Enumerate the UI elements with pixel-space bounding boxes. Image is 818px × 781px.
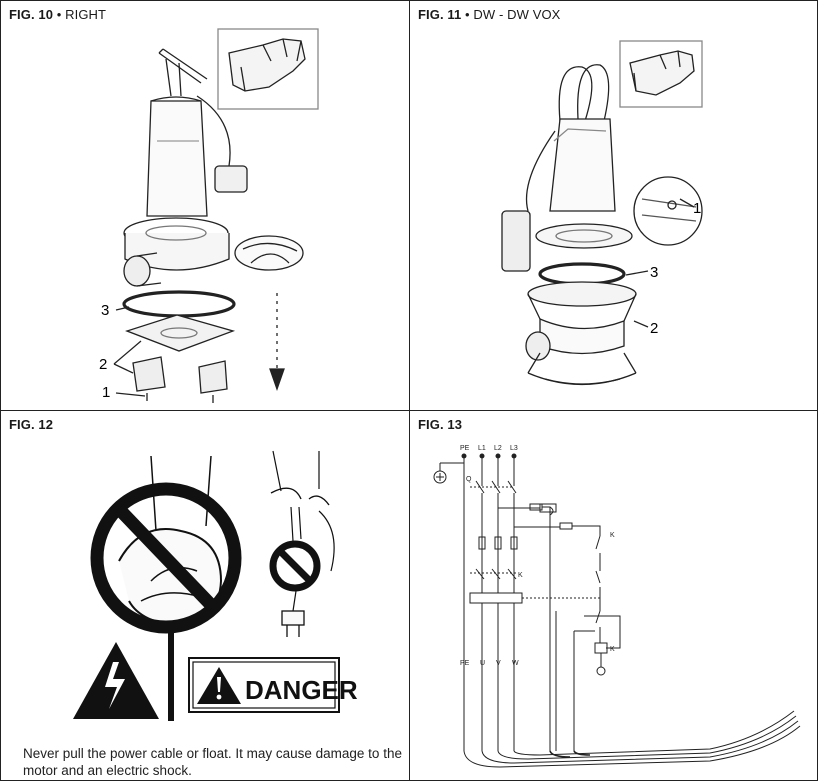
- fig12-caption: Never pull the power cable or float. It …: [23, 746, 402, 778]
- fig10-panel: FIG. 10 • RIGHT: [1, 1, 410, 411]
- terminal-w: W: [512, 660, 519, 667]
- ground-icon: [433, 470, 447, 484]
- fig11-panel: FIG. 11 • DW - DW VOX: [410, 1, 817, 411]
- fig10-callout-3: 3: [101, 302, 109, 319]
- breaker-label: Q: [466, 476, 472, 483]
- fig13-title: FIG. 13: [418, 417, 463, 432]
- fig10-pump-drawing: 3 2 1: [99, 28, 319, 403]
- impeller: [234, 235, 304, 271]
- terminal-l1: L1: [478, 445, 486, 452]
- fig11-callout-2: 2: [650, 320, 658, 337]
- glove-icon: [629, 50, 695, 96]
- contactor-label-main: K: [518, 572, 523, 579]
- terminal-pe-top: PE: [460, 445, 470, 452]
- fig12-title: FIG. 12: [9, 417, 54, 432]
- contactor-label-coil: K: [610, 646, 615, 653]
- fig12-warning-drawing: DANGER: [73, 450, 358, 721]
- terminal-u: U: [480, 660, 485, 667]
- fig11-callout-3: 3: [650, 264, 658, 281]
- glove-icon: [228, 38, 306, 92]
- o-ring: [122, 290, 236, 318]
- foot-left: [132, 356, 166, 392]
- danger-text: DANGER: [245, 675, 358, 705]
- prohibition-circle: [90, 482, 242, 634]
- contactor-label-aux: K: [610, 532, 615, 539]
- fig10-callout-1: 1: [102, 384, 110, 401]
- foot-right: [198, 360, 228, 394]
- fig11-pump-drawing: 1 3 2: [501, 40, 703, 386]
- fig13-wiring-diagram: PE L1 L2 L3 PE U V W Q K K K: [433, 445, 801, 768]
- outlet-pipe: [123, 255, 151, 287]
- small-prohibition-circle: [269, 540, 321, 592]
- float-switch: [501, 210, 531, 272]
- terminal-l3: L3: [510, 445, 518, 452]
- fig11-title: FIG. 11 • DW - DW VOX: [418, 7, 561, 22]
- o-ring: [538, 262, 626, 286]
- fig10-title: FIG. 10 • RIGHT: [9, 7, 107, 22]
- down-arrow-icon: [269, 368, 285, 391]
- outlet-pipe: [525, 331, 551, 361]
- terminal-l2: L2: [494, 445, 502, 452]
- fig12-panel: FIG. 12: [1, 411, 410, 780]
- fig13-panel: FIG. 13: [410, 411, 817, 780]
- float-switch: [214, 165, 248, 193]
- terminal-pe-bottom: PE: [460, 660, 470, 667]
- fig11-callout-1: 1: [693, 200, 701, 217]
- plug-icon: [281, 610, 305, 626]
- terminal-v: V: [496, 660, 501, 667]
- base-plate: [125, 314, 236, 352]
- detail-circle: [633, 176, 703, 246]
- fig10-callout-2: 2: [99, 356, 107, 373]
- contactor-coil: [594, 642, 608, 654]
